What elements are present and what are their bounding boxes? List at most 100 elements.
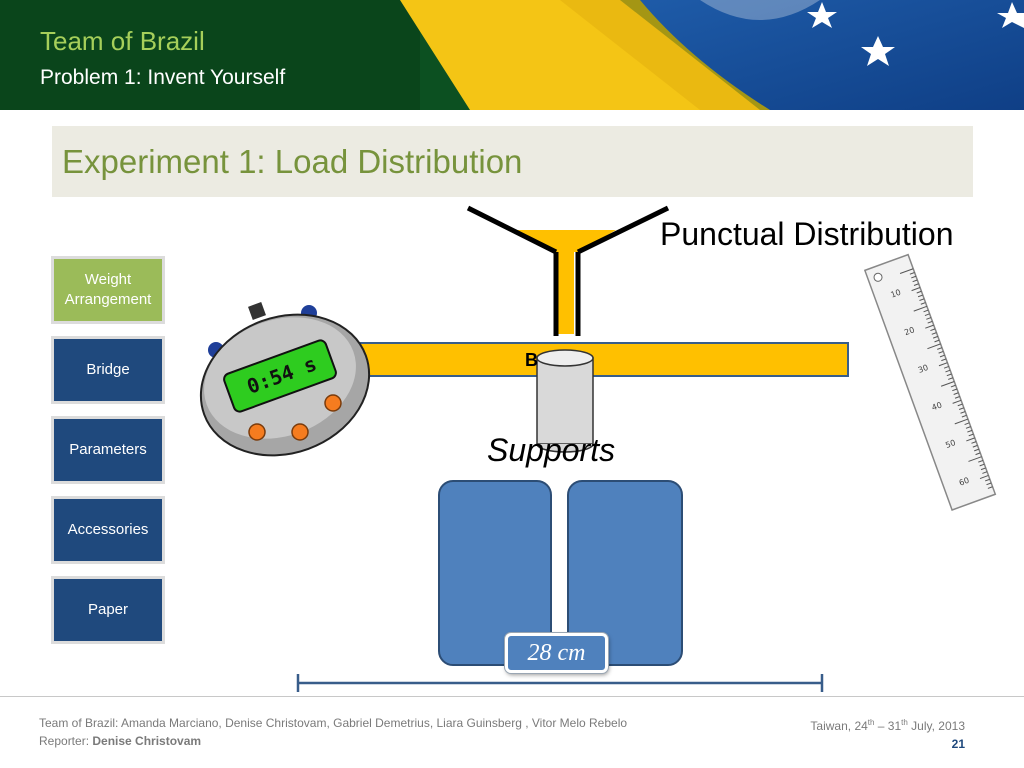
ruler-tick — [950, 384, 956, 388]
ruler-tick — [968, 456, 982, 462]
ruler-tick — [984, 478, 991, 482]
ruler-tick — [958, 407, 965, 410]
ruler-tick — [932, 335, 939, 339]
ruler-tick — [909, 272, 915, 275]
nav-label: Parameters — [69, 441, 147, 458]
ruler-tick — [930, 328, 936, 332]
ruler-number: 40 — [931, 400, 944, 412]
ruler-tick — [967, 429, 973, 433]
nav-bridge-button[interactable]: Bridge — [51, 336, 165, 404]
ruler-tick — [961, 414, 967, 418]
ruler-tick — [923, 309, 929, 313]
footer-left: Team of Brazil: Amanda Marciano, Denise … — [39, 714, 627, 750]
support-right — [567, 480, 683, 666]
ruler-tick — [966, 437, 975, 442]
ruler-tick — [971, 441, 977, 444]
nav-label: Bridge — [86, 361, 130, 378]
ruler-tick — [943, 365, 949, 369]
distance-label: 28 cm — [505, 633, 608, 673]
ruler-tick — [948, 377, 954, 380]
brazil-flag-background — [0, 0, 1024, 110]
load-funnel — [466, 205, 670, 336]
ruler-tick — [927, 320, 933, 324]
ruler-tick — [979, 463, 985, 467]
ruler-tick — [957, 403, 963, 407]
ruler-tick — [920, 302, 926, 305]
nav-label: Weight Arrangement — [64, 271, 152, 308]
ruler-number: 10 — [889, 288, 902, 300]
ruler-tick — [916, 290, 922, 294]
ruler-tick — [911, 287, 921, 292]
ruler-number: 60 — [958, 476, 971, 488]
ruler-number: 20 — [903, 325, 916, 337]
ruler-tick — [938, 362, 948, 367]
ruler-number: 50 — [944, 438, 957, 450]
ruler-tick — [960, 411, 966, 414]
star-icons — [807, 2, 1024, 66]
ruler-tick — [986, 482, 992, 486]
ruler-tick — [987, 486, 993, 489]
supports-label: Supports — [487, 432, 616, 468]
ruler-tick — [975, 452, 981, 456]
ruler-tick — [968, 433, 974, 437]
reporter-label: Reporter: — [39, 734, 90, 748]
ruler-tick — [913, 283, 919, 286]
page-number: 21 — [951, 737, 965, 751]
ruler-tick — [978, 459, 984, 463]
ruler-tick — [925, 324, 934, 329]
ruler-tick — [954, 396, 960, 399]
ruler-number: 30 — [917, 363, 930, 375]
ruler-tick — [979, 474, 989, 480]
nav-label: Paper — [87, 601, 129, 618]
ruler-tick — [931, 332, 937, 335]
punctual-distribution-label: Punctual Distribution — [660, 216, 954, 252]
ruler-tick — [972, 444, 978, 448]
ruler-tick — [911, 275, 917, 279]
ruler-tick — [927, 343, 941, 350]
ruler-tick — [926, 317, 932, 320]
ruler-tick — [940, 381, 955, 387]
ruler-tick — [964, 422, 970, 426]
ruler-tick — [934, 339, 940, 343]
ruler-tick — [982, 471, 988, 474]
ruler-tick — [899, 268, 914, 274]
footer-right: Taiwan, 24th – 31th July, 2013 21 — [810, 714, 965, 753]
ruler-tick — [945, 369, 951, 373]
ruler-tick — [946, 373, 952, 377]
reporter-line: Reporter: Denise Christovam — [39, 732, 627, 750]
section-title: Experiment 1: Load Distribution — [62, 143, 523, 180]
section-title-bar: Experiment 1: Load Distribution — [52, 126, 973, 197]
ruler-tick — [917, 294, 923, 298]
nav-label: Accessories — [67, 521, 149, 538]
ruler-tick — [965, 426, 971, 429]
nav-paper-button[interactable]: Paper — [51, 576, 165, 644]
ruler-tick — [980, 467, 986, 471]
support-left — [438, 480, 552, 666]
ruler-tick — [952, 399, 962, 404]
problem-subtitle: Problem 1: Invent Yourself — [40, 66, 286, 89]
ruler-tick — [952, 388, 958, 392]
footer-divider — [0, 696, 1024, 697]
stopwatch-icon — [199, 302, 371, 457]
header-banner: Team of Brazil Problem 1: Invent Yoursel… — [0, 0, 1024, 110]
ruler-icon: 10 20 30 40 50 60 — [863, 253, 997, 511]
team-title: Team of Brazil — [40, 26, 205, 56]
event-date: Taiwan, 24th – 31th July, 2013 — [810, 718, 965, 733]
nav-parameters-button[interactable]: Parameters — [51, 416, 165, 484]
ruler-tick — [924, 313, 930, 317]
nav-accessories-button[interactable]: Accessories — [51, 496, 165, 564]
ruler-tick — [939, 354, 945, 358]
ruler-tick — [938, 350, 944, 354]
nav-weight-arrangement-button[interactable]: Weight Arrangement — [51, 256, 165, 324]
distance-measure-line — [296, 674, 824, 692]
ruler-tick — [974, 448, 980, 452]
ruler-tick — [954, 418, 969, 425]
team-members: Team of Brazil: Amanda Marciano, Denise … — [39, 716, 628, 730]
ruler-tick — [919, 298, 925, 301]
bridge-beam — [349, 342, 849, 377]
ruler-tick — [953, 392, 959, 395]
ruler-tick — [941, 358, 947, 362]
reporter-name: Denise Christovam — [92, 734, 202, 748]
bridge-letter-label: B — [525, 350, 538, 370]
